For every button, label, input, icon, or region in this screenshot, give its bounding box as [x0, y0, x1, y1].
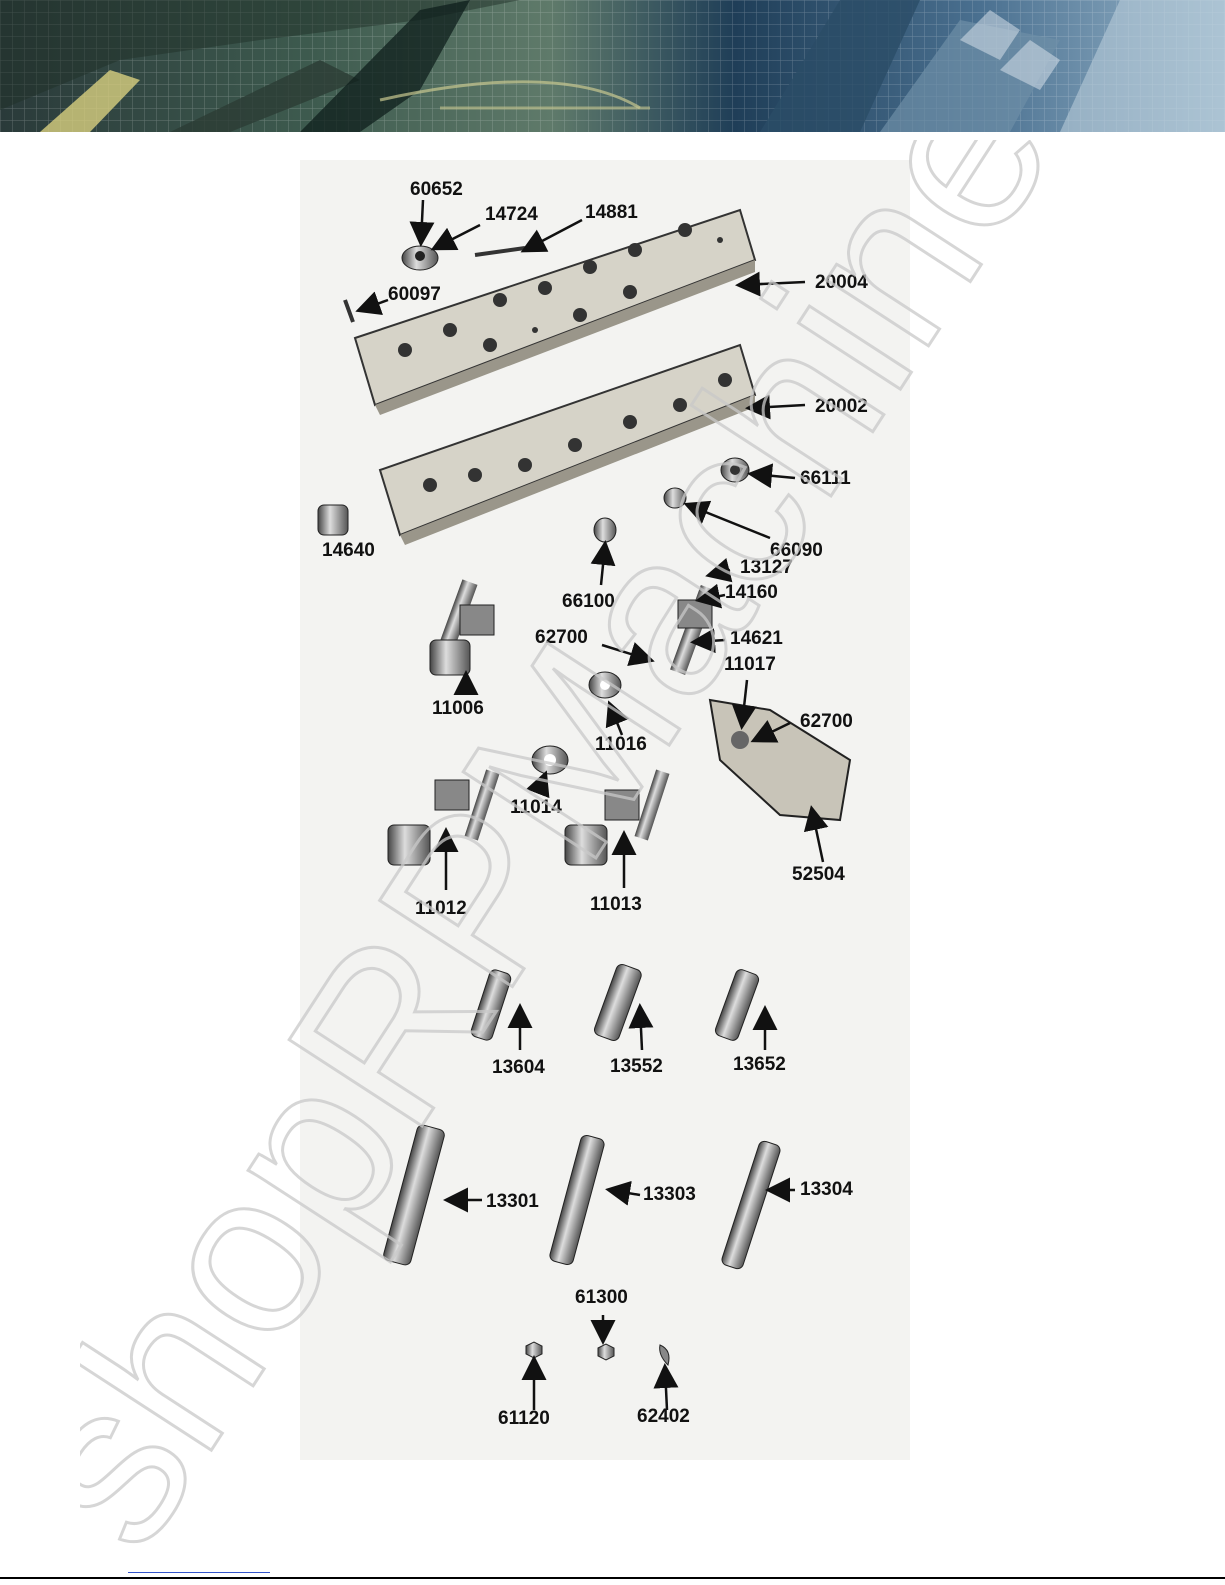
part-label: 13652: [733, 1054, 786, 1075]
pin-13604: [470, 968, 513, 1041]
bushing-66100: [594, 518, 616, 542]
part-label: 14640: [322, 540, 375, 561]
part-label: 13127: [740, 557, 793, 578]
part-label: 60097: [388, 284, 441, 305]
washer-11016: [589, 672, 621, 698]
part-label: 13552: [610, 1056, 663, 1077]
footer-rule: [0, 1577, 1225, 1579]
parts-diagram: 60652 14724 14881 20004 60097 20002 6611…: [300, 160, 910, 1460]
part-label: 61120: [498, 1408, 550, 1429]
part-label: 52504: [792, 864, 845, 885]
bushing-66090: [664, 488, 686, 508]
footer-link-underline: [128, 1572, 270, 1573]
part-label: 11012: [415, 898, 467, 919]
part-label: 66100: [562, 591, 615, 612]
nut-60652: [402, 246, 438, 270]
part-label: 62402: [637, 1406, 690, 1427]
part-label: 14621: [730, 628, 783, 649]
part-label: 11006: [432, 698, 484, 719]
part-label: 13304: [800, 1179, 853, 1200]
pin-13652: [714, 968, 760, 1042]
bushing-14640: [318, 505, 348, 535]
nut-61120: [526, 1342, 542, 1358]
part-label: 14160: [725, 582, 778, 603]
part-label: 13303: [643, 1184, 696, 1205]
pin-13552: [593, 963, 643, 1042]
part-label: 62700: [800, 711, 853, 732]
screw-14881: [475, 248, 525, 255]
gear-shaft-11013: [565, 770, 669, 865]
part-label: 11014: [510, 797, 562, 818]
screw-60097: [345, 300, 353, 322]
part-label: 66111: [800, 468, 851, 489]
part-label: 60652: [410, 179, 463, 200]
part-label: 11013: [590, 894, 642, 915]
part-label: 11017: [724, 654, 776, 675]
key-62402: [660, 1345, 669, 1365]
shaft-13304: [720, 1140, 781, 1270]
gear-shaft-11012: [388, 770, 499, 865]
part-label: 20004: [815, 272, 868, 293]
shaft-13303: [549, 1134, 606, 1266]
nut-61300: [598, 1344, 614, 1360]
part-label: 62700: [535, 627, 588, 648]
part-label: 20002: [815, 396, 868, 417]
part-label: 14724: [485, 204, 538, 225]
part-label: 13604: [492, 1057, 545, 1078]
shaft-13301: [382, 1124, 445, 1266]
part-label: 61300: [575, 1287, 628, 1308]
part-label: 13301: [486, 1191, 539, 1212]
gear-shaft-11006: [430, 579, 494, 675]
washer-11014: [532, 746, 568, 774]
header-banner: [0, 0, 1225, 132]
bushing-66111: [721, 458, 749, 482]
part-label: 11016: [595, 734, 647, 755]
part-label: 14881: [585, 202, 638, 223]
